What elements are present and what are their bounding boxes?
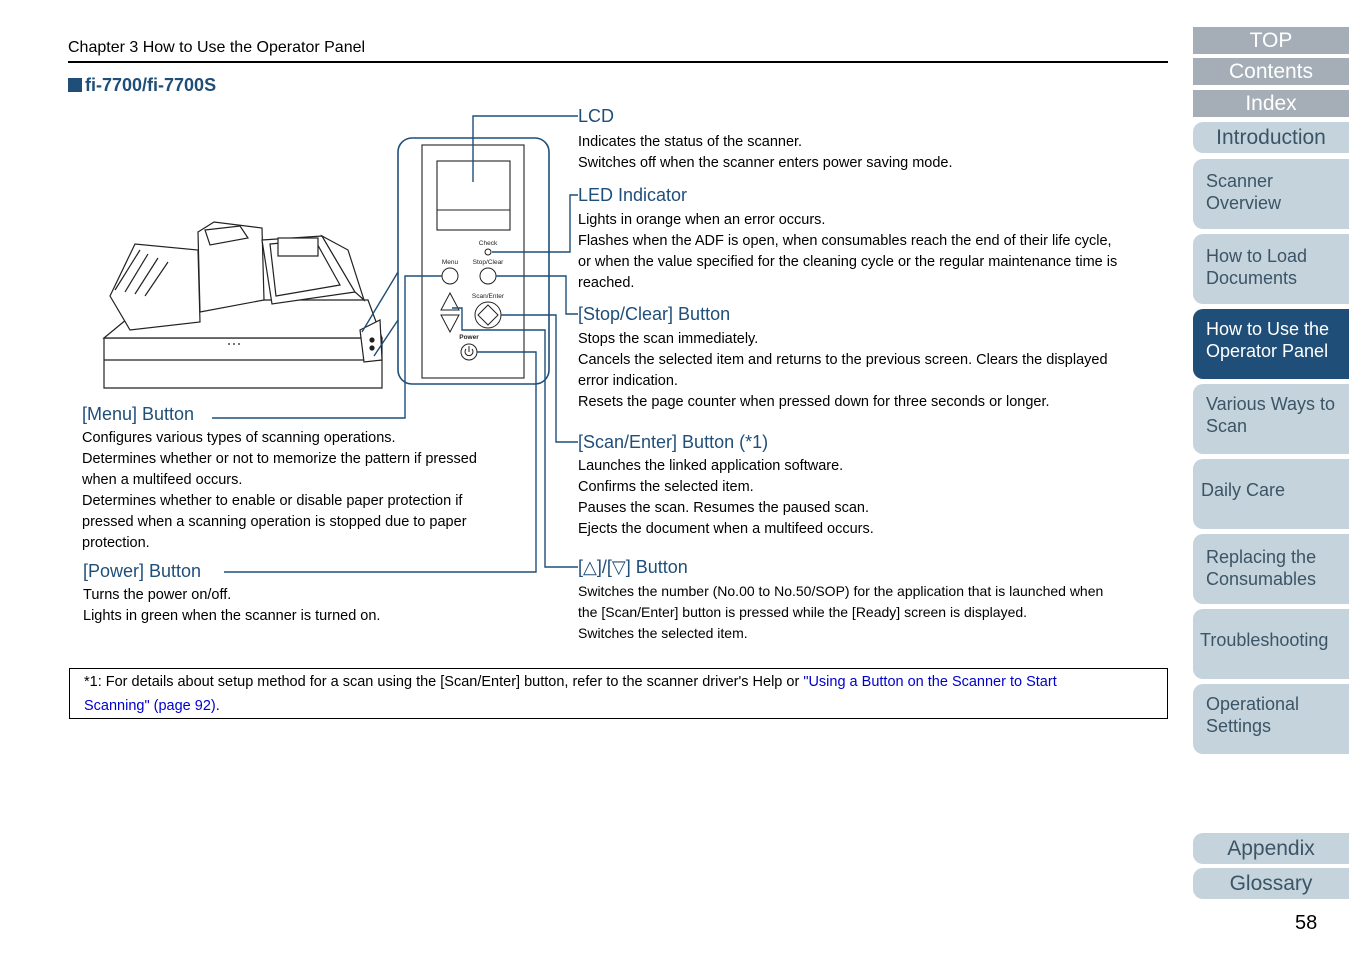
led-description: Lights in orange when an error occurs. F… (578, 212, 1118, 291)
stop-button-icon (479, 267, 497, 285)
down-button-icon (440, 314, 460, 334)
nav-glossary-tab[interactable]: Glossary (1193, 868, 1349, 899)
updown-leader (452, 307, 578, 568)
nav-index-button[interactable]: Index (1193, 90, 1349, 117)
chapter-header: Chapter 3 How to Use the Operator Panel (68, 39, 366, 56)
zoom-leader-top (361, 271, 399, 333)
footnote-box: *1: For details about setup method for a… (69, 668, 1168, 719)
lcd-title: LCD (578, 106, 615, 126)
footnote-link-part2[interactable]: Scanning" (page 92) (84, 698, 216, 714)
nav-tab-daily-care[interactable]: Daily Care (1193, 459, 1349, 529)
nav-contents-button[interactable]: Contents (1193, 58, 1349, 85)
menu-title: [Menu] Button (82, 404, 195, 424)
led-title: LED Indicator (578, 185, 688, 205)
lcd-description: Indicates the status of the scanner. Swi… (578, 134, 953, 171)
zoom-leader-bottom (373, 319, 399, 357)
updown-description: Switches the number (No.00 to No.50/SOP)… (578, 583, 1104, 641)
scanner-drawing (102, 221, 383, 389)
menu-button-icon (441, 267, 459, 285)
scan-leader (501, 314, 578, 443)
stop-title: [Stop/Clear] Button (578, 304, 731, 324)
nav-top-button[interactable]: TOP (1193, 27, 1349, 54)
up-button-icon (440, 291, 460, 311)
scan-title: [Scan/Enter] Button (*1) (578, 432, 769, 452)
updown-title: [△]/[▽] Button (578, 557, 688, 577)
header-divider (68, 61, 1168, 63)
nav-appendix-tab[interactable]: Appendix (1193, 833, 1349, 864)
nav-tab-troubleshooting[interactable]: Troubleshooting (1193, 609, 1349, 679)
section-title-text: fi-7700/fi-7700S (85, 75, 217, 95)
power-leader (224, 351, 537, 573)
led-indicator (484, 248, 492, 256)
scan-label: Scan/Enter (472, 293, 505, 300)
stop-leader (496, 275, 578, 315)
led-leader (492, 194, 578, 253)
footnote-text: *1: For details about setup method for a… (84, 674, 804, 690)
nav-introduction-tab[interactable]: Introduction (1193, 122, 1349, 153)
section-title: fi-7700/fi-7700S (68, 75, 216, 96)
page-number: 58 (1295, 912, 1318, 934)
scan-description: Launches the linked application software… (578, 458, 874, 537)
stop-label: Stop/Clear (473, 259, 505, 266)
power-label: Power (459, 334, 479, 341)
menu-label: Menu (442, 259, 459, 266)
power-description: Turns the power on/off. Lights in green … (83, 587, 381, 624)
square-bullet-icon (68, 78, 82, 92)
operator-panel-illustration: Check Menu Stop/Clear Scan/Enter Power (102, 115, 578, 573)
footnote-end: . (215, 698, 220, 714)
stop-description: Stops the scan immediately. Cancels the … (578, 331, 1108, 410)
power-title: [Power] Button (83, 561, 202, 581)
footnote-link-part1[interactable]: "Using a Button on the Scanner to Start (803, 674, 1057, 690)
lcd-leader (472, 115, 578, 182)
check-label: Check (479, 240, 498, 247)
menu-description: Configures various types of scanning ope… (82, 430, 477, 551)
menu-leader (212, 275, 442, 419)
